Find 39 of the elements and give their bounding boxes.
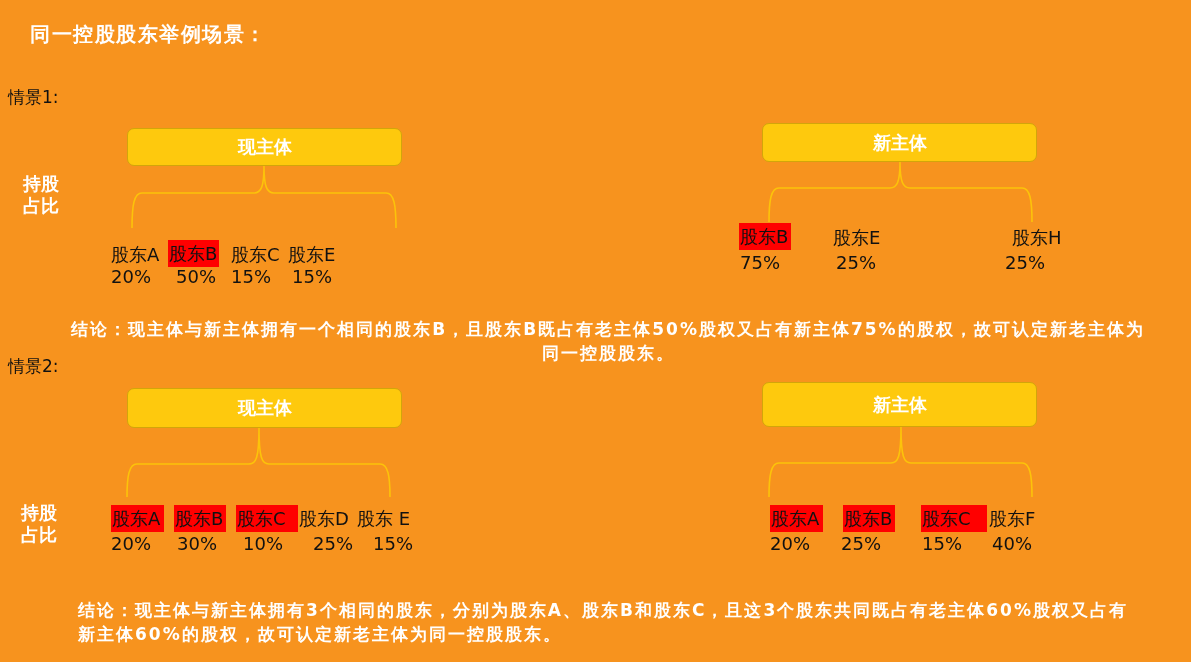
share-percentage: 40% <box>992 533 1032 555</box>
highlighted-shareholder: 股东B <box>739 223 791 250</box>
shareholder-name: 股东E <box>833 227 881 249</box>
shareholder-name: 股东H <box>1012 227 1062 249</box>
share-percentage: 15% <box>231 266 271 288</box>
page-title: 同一控股股东举例场景： <box>30 22 267 46</box>
share-percentage: 15% <box>373 533 413 555</box>
share-percentage: 20% <box>770 533 810 555</box>
share-percentage: 20% <box>111 533 151 555</box>
entity-box: 新主体 <box>762 123 1037 162</box>
share-percentage: 25% <box>836 252 876 274</box>
scenario-label: 情景1: <box>8 86 59 108</box>
highlighted-shareholder: 股东B <box>843 505 895 532</box>
share-percentage: 10% <box>243 533 283 555</box>
highlighted-shareholder: 股东A <box>111 505 164 532</box>
entity-box: 现主体 <box>127 128 402 166</box>
share-percentage: 20% <box>111 266 151 288</box>
highlighted-shareholder: 股东C <box>236 505 298 532</box>
conclusion-text: 结论：现主体与新主体拥有3个相同的股东，分别为股东A、股东B和股东C，且这3个股东共同既占有老主体60%股权又占有新主体60%的股权，故可认定新老主体为同一控股股东。 <box>78 599 1128 646</box>
shareholder-name: 股东 E <box>357 508 411 530</box>
share-percentage: 25% <box>313 533 353 555</box>
share-percentage: 75% <box>740 252 780 274</box>
shareholder-name: 股东E <box>288 244 336 266</box>
highlighted-shareholder: 股东C <box>921 505 987 532</box>
share-percentage: 25% <box>1005 252 1045 274</box>
scenario-label: 情景2: <box>8 355 59 377</box>
share-percentage: 30% <box>177 533 217 555</box>
conclusion-text: 结论：现主体与新主体拥有一个相同的股东B，且股东B既占有老主体50%股权又占有新主体75%的股权，故可认定新老主体为同一控股股东。 <box>70 318 1146 365</box>
share-percentage: 25% <box>841 533 881 555</box>
shareholding-label: 持股占比 <box>22 173 60 217</box>
share-percentage: 15% <box>292 266 332 288</box>
entity-box: 新主体 <box>762 382 1037 427</box>
highlighted-shareholder: 股东B <box>174 505 226 532</box>
share-percentage: 50% <box>176 266 216 288</box>
shareholding-label: 持股占比 <box>20 502 58 546</box>
entity-box: 现主体 <box>127 388 402 428</box>
highlighted-shareholder: 股东B <box>168 240 219 267</box>
highlighted-shareholder: 股东A <box>770 505 823 532</box>
share-percentage: 15% <box>922 533 962 555</box>
